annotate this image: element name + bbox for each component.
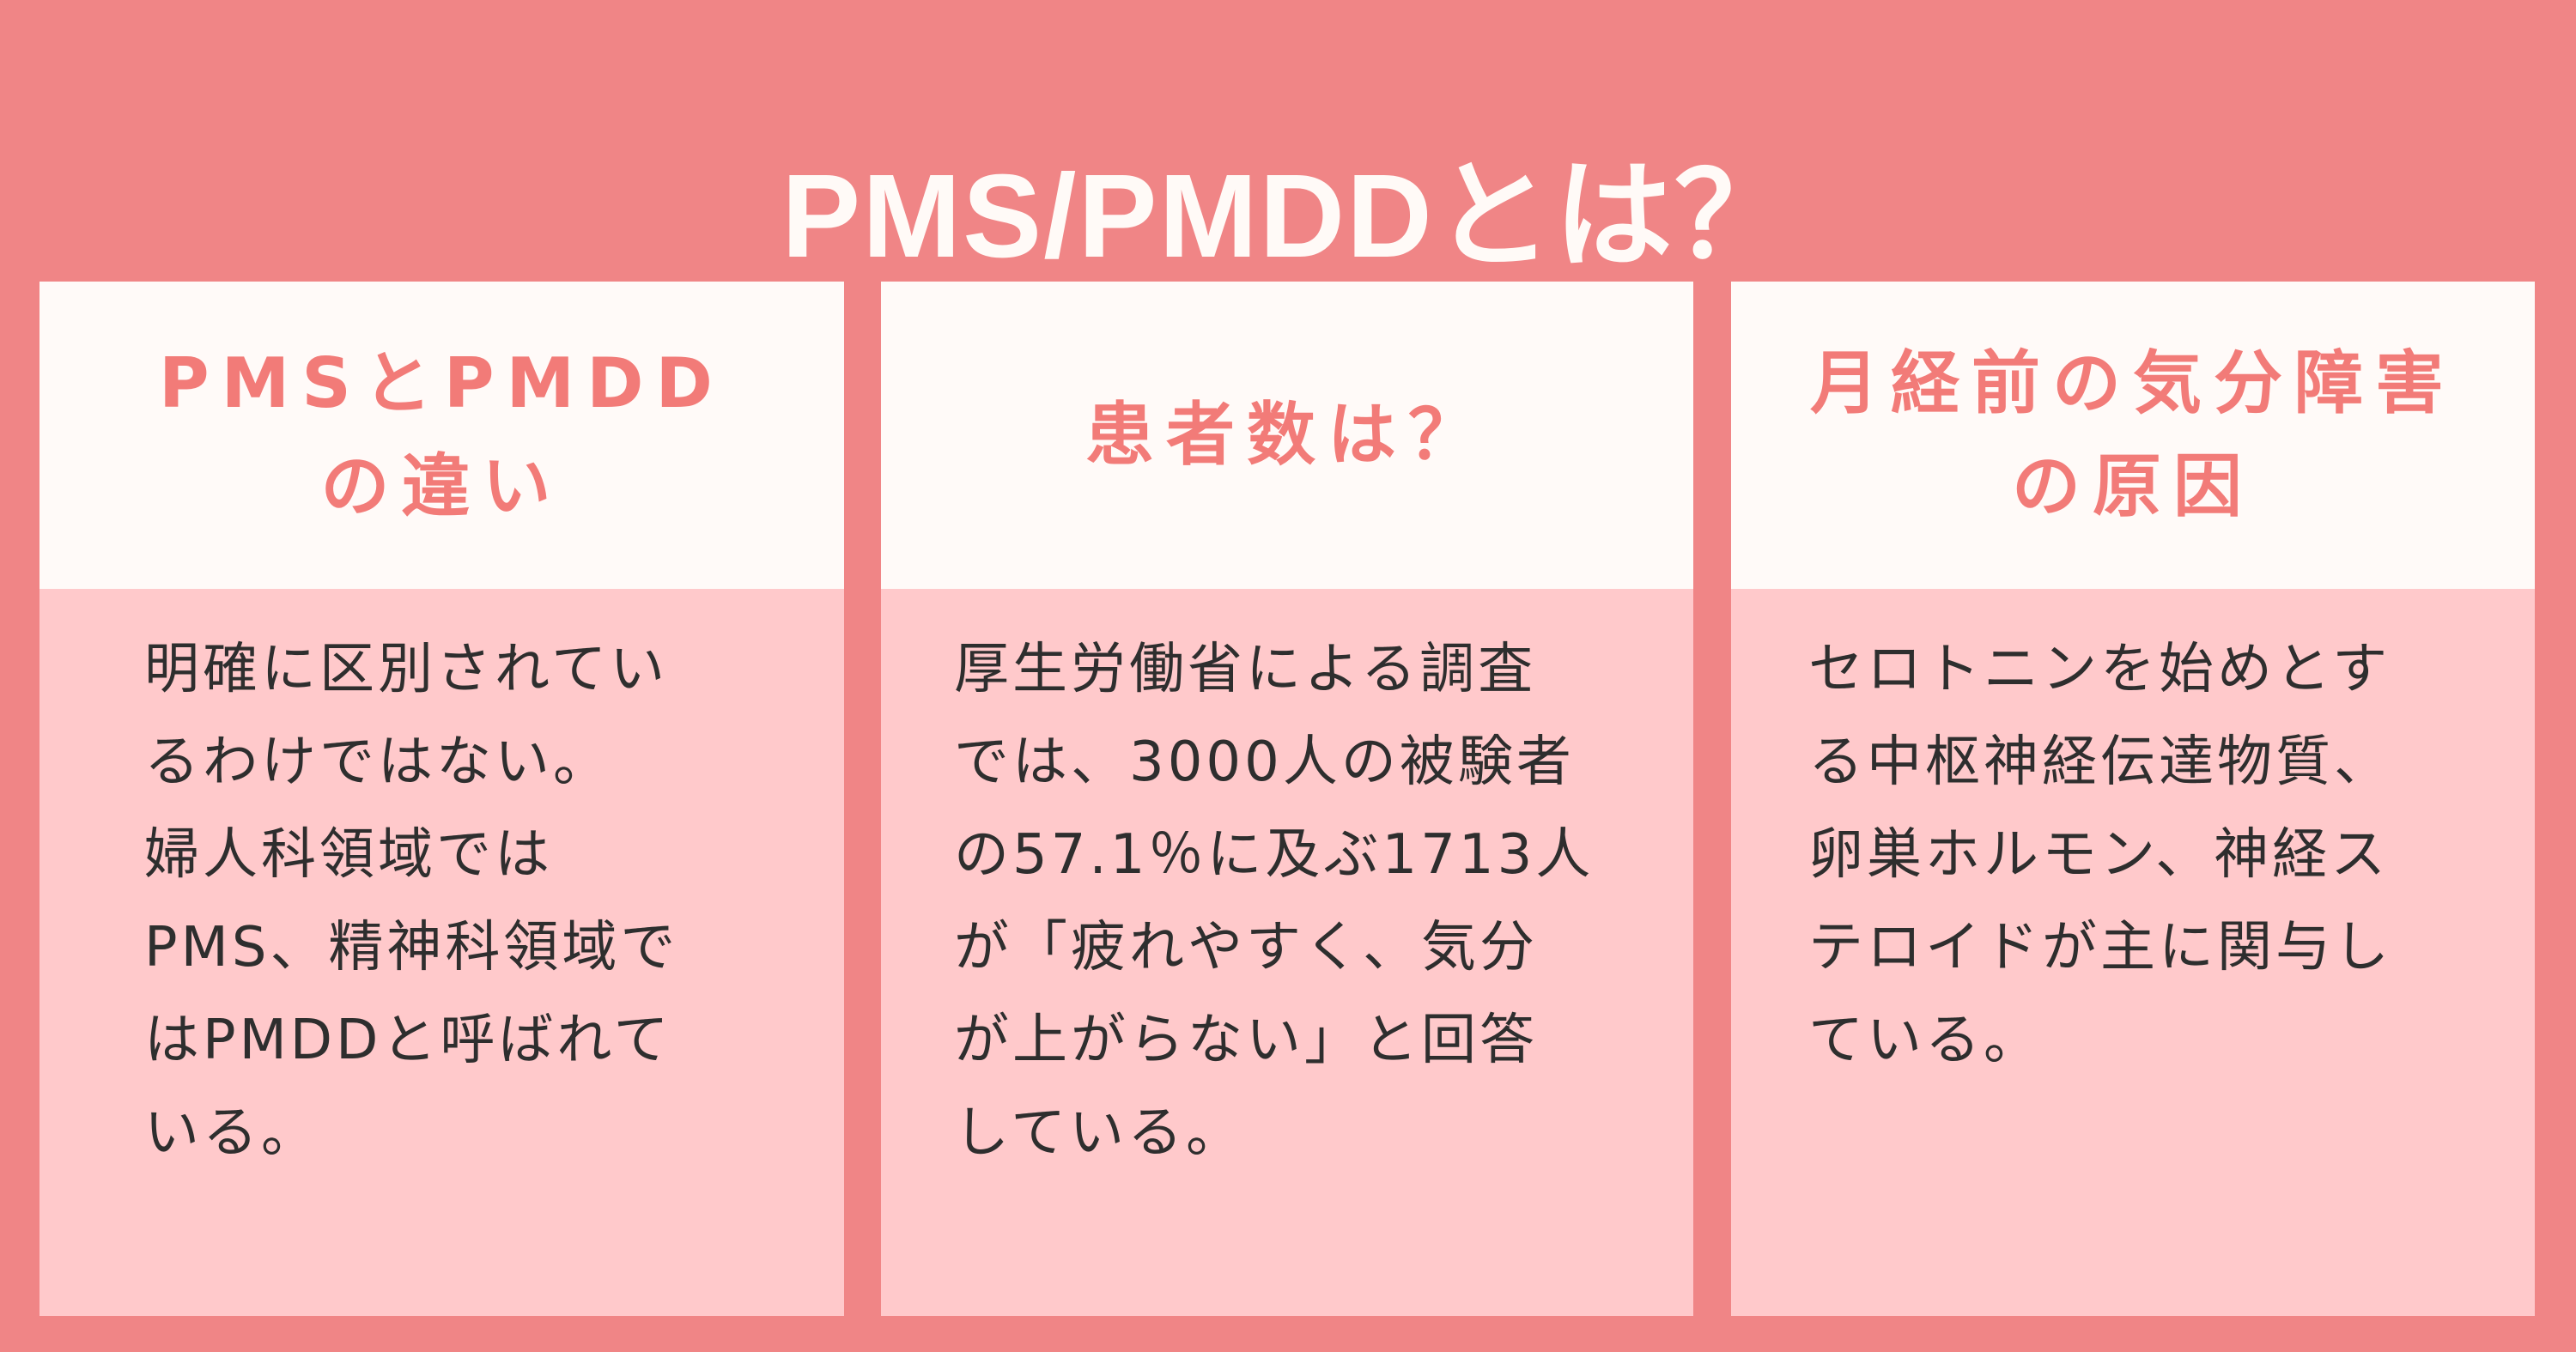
card-body-text: 明確に区別されてい るわけではない。 婦人科領域では PMS、精神科領域で はP… bbox=[144, 638, 679, 1165]
card-patient-count: 患者数は？ 厚生労働省による調査 では、3000人の被験者 の57.1％に及ぶ1… bbox=[881, 282, 1693, 1316]
card-body-text: セロトニンを始めとす る中枢神経伝達物質、 卵巣ホルモン、神経ス テロイドが主に… bbox=[1808, 638, 2392, 1072]
card-body: セロトニンを始めとす る中枢神経伝達物質、 卵巣ホルモン、神経ス テロイドが主に… bbox=[1731, 589, 2535, 1316]
card-heading: 月経前の気分障害 の原因 bbox=[1810, 343, 2456, 526]
page-title: PMS/PMDDとは？ bbox=[781, 150, 1795, 283]
card-body: 厚生労働省による調査 では、3000人の被験者 の57.1％に及ぶ1713人 が… bbox=[881, 589, 1693, 1316]
card-pms-pmdd-difference: PMSとPMDD の違い 明確に区別されてい るわけではない。 婦人科領域では … bbox=[39, 282, 844, 1316]
card-header: PMSとPMDD の違い bbox=[39, 282, 844, 589]
card-header: 患者数は？ bbox=[881, 282, 1693, 589]
card-heading: 患者数は？ bbox=[1085, 395, 1489, 475]
card-body-text: 厚生労働省による調査 では、3000人の被験者 の57.1％に及ぶ1713人 が… bbox=[954, 638, 1595, 1165]
card-body: 明確に区別されてい るわけではない。 婦人科領域では PMS、精神科領域で はP… bbox=[39, 589, 844, 1316]
card-header: 月経前の気分障害 の原因 bbox=[1731, 282, 2535, 589]
card-cause: 月経前の気分障害 の原因 セロトニンを始めとす る中枢神経伝達物質、 卵巣ホルモ… bbox=[1731, 282, 2535, 1316]
card-heading: PMSとPMDD の違い bbox=[159, 343, 725, 526]
